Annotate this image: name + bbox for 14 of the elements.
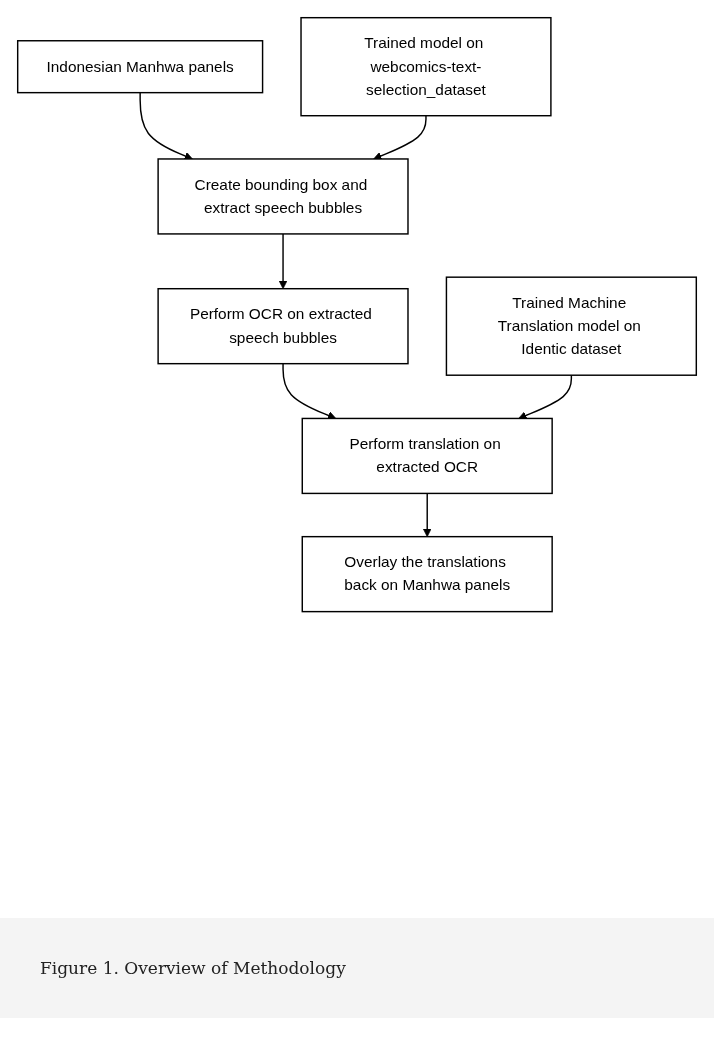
node-box: Overlay the translations back on Manhwa panels	[301, 535, 553, 613]
arrow	[373, 115, 427, 160]
figure-caption: Figure 1. Overview of Methodology	[40, 958, 346, 978]
arrow	[278, 233, 288, 290]
node-box: Indonesian Manhwa panels	[16, 40, 264, 94]
node-box: Perform translation on extracted OCR	[301, 417, 553, 495]
node-box: Trained model on webcomics-text-selection_dataset	[300, 16, 552, 117]
node-box: Create bounding box and extract speech bubbles	[157, 158, 409, 235]
arrow	[518, 374, 573, 420]
arrow	[423, 492, 432, 538]
node-box: Trained Machine Translation model on Identic dataset	[445, 276, 698, 376]
arrow	[282, 362, 337, 420]
arrow	[139, 91, 193, 160]
node-box: Perform OCR on extracted speech bubbles	[157, 288, 409, 365]
